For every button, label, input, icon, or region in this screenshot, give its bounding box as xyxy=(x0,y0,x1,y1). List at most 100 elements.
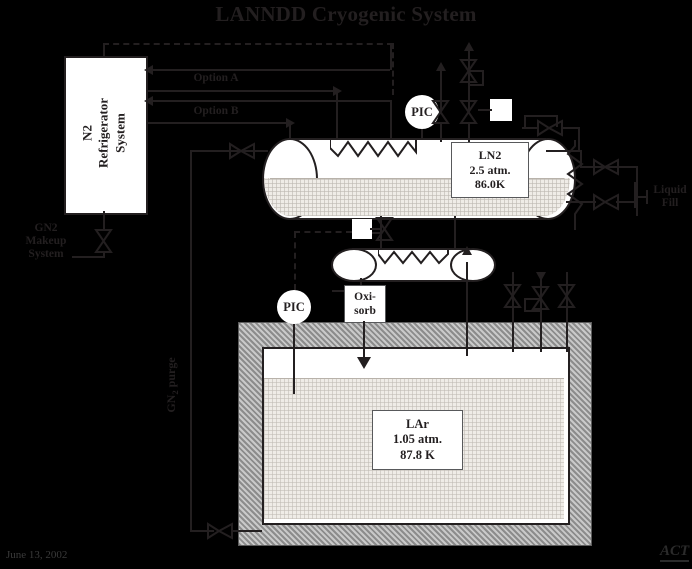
option-return-corner xyxy=(390,44,392,46)
vent-line-far-left xyxy=(440,70,442,112)
option-b-line xyxy=(148,100,390,102)
right-lower-outlet xyxy=(616,201,638,203)
footer-logo: ACT xyxy=(660,543,690,562)
dewar-crown-left-riser xyxy=(524,116,526,128)
pic-upper-label: PIC xyxy=(411,104,433,119)
gn2-makeup-line2: Makeup xyxy=(25,235,67,248)
option-a-line xyxy=(148,69,390,71)
secondary-vessel-cap-right xyxy=(450,248,496,282)
secondary-vessel-top-feed xyxy=(454,216,456,250)
gn2-purge-to-cryostat xyxy=(232,530,262,532)
refrigerator-bottom-stub xyxy=(103,211,105,229)
pic-lower-control-dashed-v xyxy=(294,232,296,290)
vent-left-actuator-stem xyxy=(482,70,484,86)
dewar-crown-top xyxy=(524,115,558,117)
vent-far-left-arrowhead xyxy=(436,62,446,71)
ln2-top-outlet xyxy=(546,150,582,152)
secondary-vessel-outlet-down xyxy=(466,262,468,326)
dip-tube-1 xyxy=(512,326,514,352)
gn2-makeup-line xyxy=(72,256,104,258)
option-a-arrowhead xyxy=(144,65,153,75)
option-b-return-riser xyxy=(390,100,392,150)
lar-label-line1: LAr xyxy=(406,417,429,432)
ln2-internal-heat-exchanger xyxy=(329,140,426,160)
option-a-feed-line xyxy=(148,90,335,92)
option-b-arrowhead xyxy=(144,96,153,106)
option-b-feed-riser xyxy=(289,122,291,152)
pic-lower[interactable]: PIC xyxy=(277,290,311,324)
refrigerator-line2: Refrigerator xyxy=(95,97,111,169)
refrigerator-line1: N2 xyxy=(79,125,95,141)
gn2-makeup-label: GN2 Makeup System xyxy=(10,222,82,262)
right-lower-inlet xyxy=(566,201,596,203)
vent-control-link xyxy=(478,109,492,111)
gn2-purge-valve[interactable] xyxy=(206,521,234,541)
dip-tube-pic xyxy=(293,347,295,385)
gn2-purge-main xyxy=(190,150,192,532)
refrigerator-line3: System xyxy=(112,113,128,153)
gn2-makeup-valve[interactable] xyxy=(94,228,113,254)
option-b-feed-line xyxy=(148,122,288,124)
liquid-fill-label: Liquid Fill xyxy=(653,184,687,210)
pic-lower-label: PIC xyxy=(283,299,305,314)
gn2-purge-bottom-run xyxy=(190,530,214,532)
secondary-control-link xyxy=(370,228,382,230)
dip-tube-2 xyxy=(540,326,542,352)
control-line-to-pic-dashed xyxy=(392,43,394,95)
lar-info-box: LAr 1.05 atm. 87.8 K xyxy=(372,410,463,470)
cryostat-valve-2-actuator-stem xyxy=(524,298,526,312)
lar-label-line3: 87.8 K xyxy=(400,447,435,462)
liquid-fill-cap xyxy=(646,190,648,204)
option-a-return-riser xyxy=(390,44,392,70)
right-riser-a xyxy=(580,150,582,168)
oxisorb-outlet-arrowhead xyxy=(357,357,371,369)
vent-control-square[interactable] xyxy=(490,99,512,121)
vent-left-downcomer xyxy=(468,122,470,142)
vent-left-actuator-arm xyxy=(468,84,484,86)
cryostat-valve-3[interactable] xyxy=(557,283,576,309)
dewar-crown-valve[interactable] xyxy=(536,118,564,138)
cryostat-valve-2[interactable] xyxy=(531,285,550,311)
option-b-label: Option B xyxy=(193,105,239,117)
ln2-label-line3: 86.0K xyxy=(474,177,506,192)
liquid-fill-riser xyxy=(634,182,636,208)
refrigerator-top-stub xyxy=(103,44,105,57)
secondary-vessel-up-arrow xyxy=(462,246,472,255)
dip-tube-3 xyxy=(566,326,568,352)
oxisorb-box: Oxi- sorb xyxy=(344,285,386,323)
cryostat-valve-1[interactable] xyxy=(503,283,522,309)
option-a-label: Option A xyxy=(193,72,239,84)
right-upper-outlet xyxy=(616,166,638,168)
ln2-info-box: LN2 2.5 atm. 86.0K xyxy=(451,142,529,198)
lar-surface-line xyxy=(264,378,564,379)
lar-label-line2: 1.05 atm. xyxy=(393,432,442,447)
page-title: LANNDD Cryogenic System xyxy=(215,2,477,26)
dewar-crown-outlet xyxy=(562,127,580,129)
ln2-surface-line xyxy=(270,178,564,179)
cryostat-valve-2-actuator-base xyxy=(524,310,542,312)
secondary-control-square[interactable] xyxy=(352,219,372,239)
vent-valve-left[interactable] xyxy=(459,58,478,84)
option-a-feed-riser xyxy=(336,90,338,148)
liquid-fill-stub xyxy=(634,196,648,198)
vent-far-left-downcomer xyxy=(440,122,442,142)
ln2-label-line2: 2.5 atm. xyxy=(469,162,511,177)
dewar-crown-inlet xyxy=(522,127,538,129)
n2-refrigerator-box xyxy=(64,56,148,215)
pic-lower-control-dashed-h xyxy=(294,231,352,233)
ln2-label-line1: LN2 xyxy=(478,148,502,163)
oxisorb-line1: Oxi- xyxy=(354,290,376,303)
secondary-control-valve[interactable] xyxy=(375,216,394,242)
cryostat-valve-2-actuator-arm xyxy=(524,298,542,300)
gn2-makeup-valve-stub xyxy=(103,252,105,258)
oxisorb-outlet xyxy=(363,321,365,359)
gn2-makeup-line3: System xyxy=(28,248,64,261)
secondary-vessel-cap-left xyxy=(331,248,377,282)
dewar-left-feed-valve[interactable] xyxy=(228,141,256,161)
right-header-down xyxy=(636,166,638,216)
cryostat-line-2-arrowhead xyxy=(536,272,546,281)
control-line-top-dashed xyxy=(103,43,393,45)
cryostat-line-1 xyxy=(512,272,514,326)
dewar-crown-downcomer xyxy=(578,127,580,151)
